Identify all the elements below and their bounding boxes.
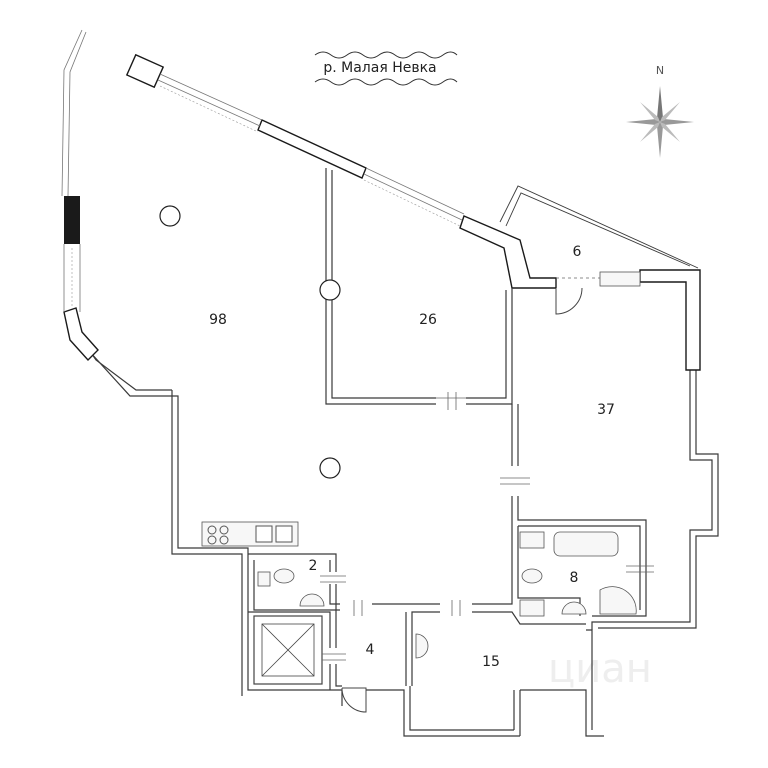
bathtub-icon [553, 531, 619, 557]
compass-north-label: N [656, 64, 664, 77]
river-wave-bottom [314, 78, 458, 86]
wc2-toilet-icon [273, 568, 295, 584]
river-wave-top [314, 51, 458, 59]
room-area-bedroom-2: 37 [597, 402, 615, 418]
ceiling-points [159, 205, 341, 479]
shower-icon [599, 586, 637, 615]
sliding-doors [320, 277, 654, 661]
elevator-shaft [253, 615, 323, 685]
interior-walls [248, 168, 647, 690]
room-labels: 98 26 6 37 2 8 4 15 [209, 244, 615, 670]
stove-icon [207, 525, 229, 545]
outer-walls [63, 185, 719, 737]
room-area-living: 98 [209, 312, 227, 328]
compass-rose: N [626, 64, 694, 158]
kitchen-counter [201, 521, 299, 547]
room15-washbasin-icon [415, 633, 429, 659]
room-area-room-15: 15 [482, 654, 500, 670]
bathroom-fixtures [257, 531, 637, 659]
river-label-group: р. Малая Невка [314, 51, 458, 86]
watermark-text: циан [548, 646, 652, 692]
door-entrance [341, 687, 367, 713]
doors [320, 277, 654, 713]
bath-cabinet-b [519, 599, 545, 617]
room-area-hall: 4 [366, 642, 375, 658]
wc2-cabinet [257, 571, 271, 587]
ceiling-point-1 [159, 205, 181, 227]
room-area-balcony: 6 [573, 244, 582, 260]
door-balcony [555, 287, 583, 315]
toilet-icon [521, 568, 543, 584]
wc2-washbasin-icon [299, 593, 325, 607]
sink-icon [255, 525, 293, 543]
bath-cabinet-a [519, 531, 545, 549]
room-area-bedroom-1: 26 [419, 312, 437, 328]
ceiling-point-3 [319, 457, 341, 479]
room-area-wc: 2 [309, 558, 318, 574]
river-label: р. Малая Невка [323, 60, 436, 76]
washbasin-icon [561, 601, 587, 615]
room-area-bathroom: 8 [570, 570, 579, 586]
watermark: циан [548, 646, 652, 692]
windows [61, 29, 641, 312]
compass-star-icon [626, 86, 694, 158]
facade-walls [63, 53, 701, 371]
ceiling-point-2 [319, 279, 341, 301]
